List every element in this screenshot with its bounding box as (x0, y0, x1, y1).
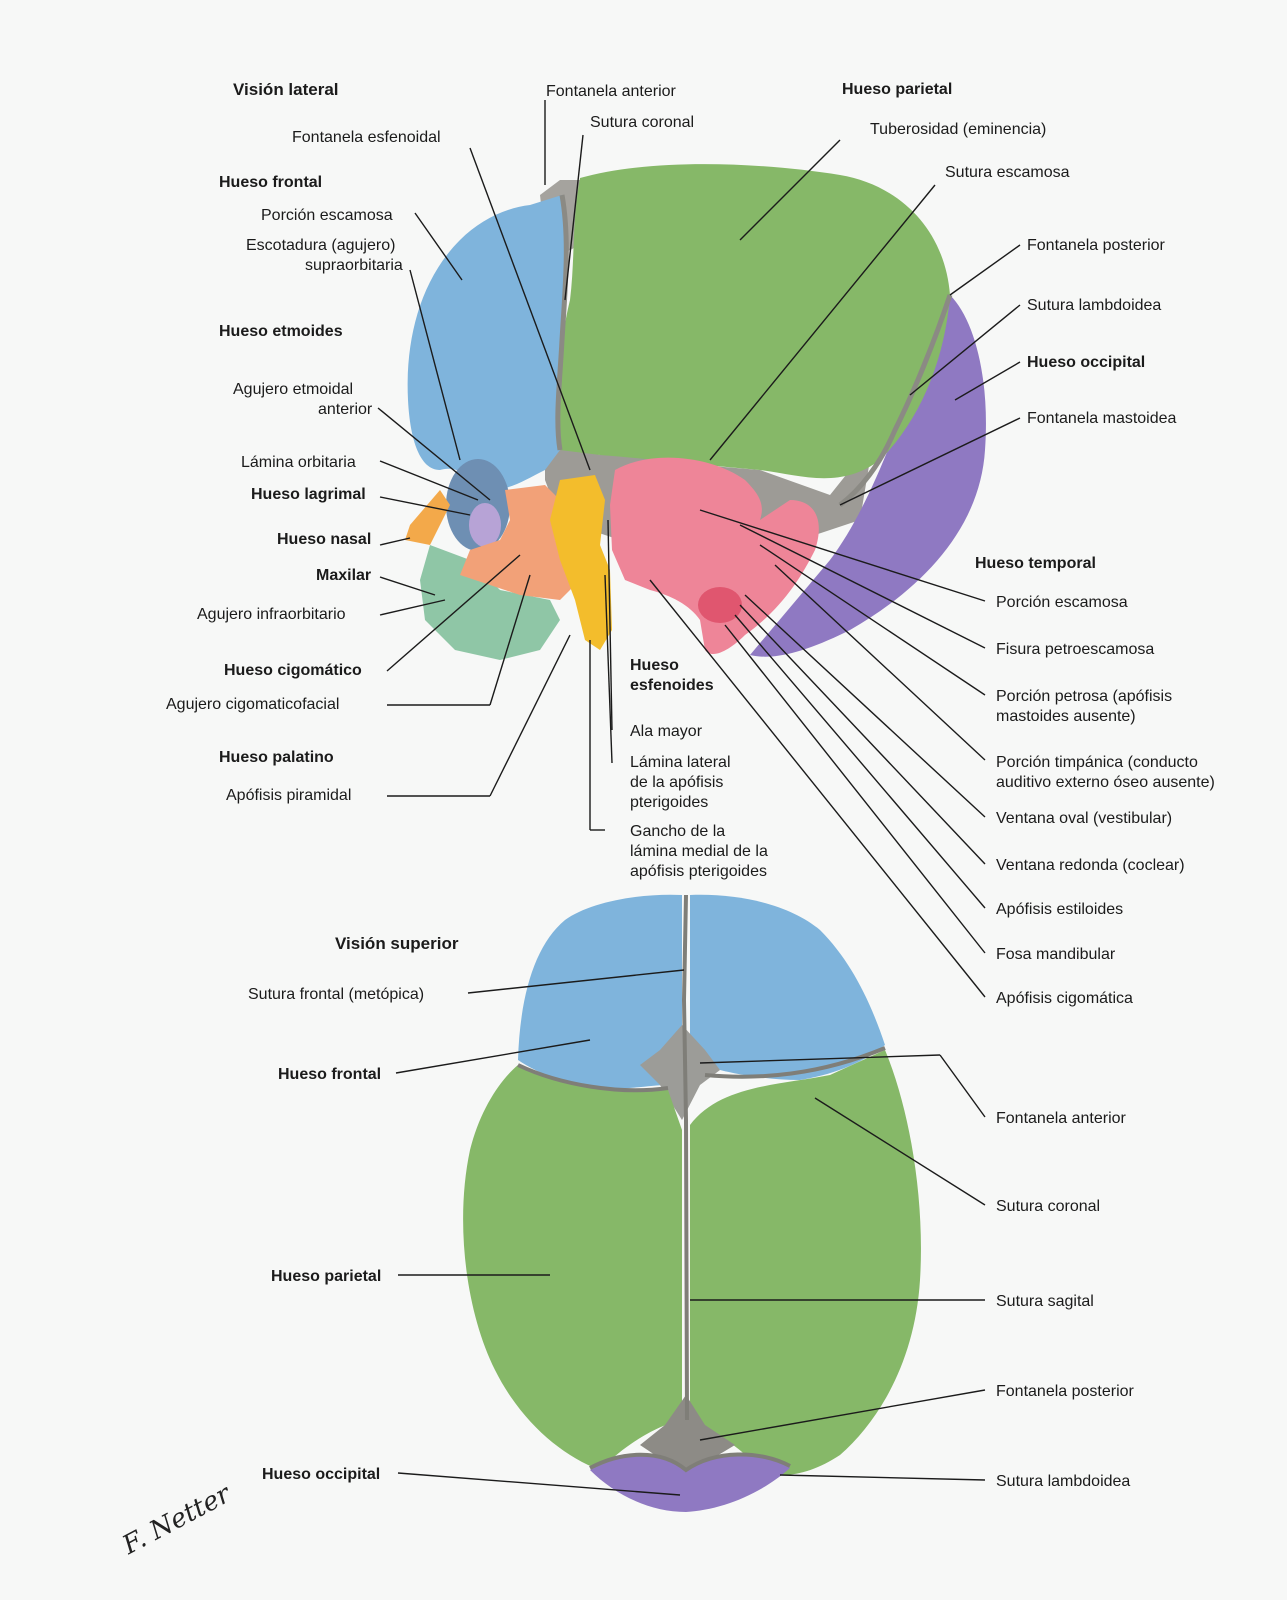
label-ventana-oval: Ventana oval (vestibular) (996, 810, 1173, 827)
label-fontanela-anterior-lateral: Fontanela anterior (546, 83, 676, 100)
superior-sagittal-suture-line (681, 894, 689, 1421)
label-lamina-orbitaria: Lámina orbitaria (241, 454, 356, 471)
label-hueso-esfenoides-2: esfenoides (630, 677, 714, 694)
label-fontanela-posterior-lateral: Fontanela posterior (1027, 237, 1165, 254)
label-hueso-parietal-superior: Hueso parietal (271, 1268, 382, 1285)
label-fontanela-posterior-superior: Fontanela posterior (996, 1383, 1134, 1400)
label-tuberosidad: Tuberosidad (eminencia) (870, 121, 1047, 138)
label-fontanela-anterior-superior: Fontanela anterior (996, 1110, 1126, 1127)
label-sutura-coronal-lateral: Sutura coronal (590, 114, 695, 131)
label-hueso-palatino: Hueso palatino (219, 749, 334, 766)
superior-coronal-suture-line (517, 1046, 886, 1093)
label-sutura-frontal: Sutura frontal (metópica) (248, 986, 425, 1003)
label-agujero-etmoidal-1: Agujero etmoidal (233, 381, 354, 398)
label-porcion-timpanica-2: auditivo externo óseo ausente) (996, 774, 1215, 791)
superior-lambdoid-suture-line (589, 1452, 791, 1473)
superior-parietal-right (690, 1050, 921, 1475)
lateral-maxilla (420, 545, 560, 660)
lateral-parietal-bone (558, 164, 950, 479)
lateral-tympanic-ring (698, 587, 742, 623)
label-apofisis-piramidal: Apófisis piramidal (226, 787, 352, 804)
label-gancho-3: apófisis pterigoides (630, 863, 767, 880)
label-gancho-1: Gancho de la (630, 823, 726, 840)
lateral-temporal-bone (610, 457, 819, 655)
label-fisura-petroescamosa: Fisura petroescamosa (996, 641, 1155, 658)
lateral-nasal-bone (405, 490, 450, 545)
label-hueso-etmoides: Hueso etmoides (219, 323, 343, 340)
lateral-coronal-suture-line (555, 194, 569, 451)
label-escotadura-1: Escotadura (agujero) (246, 237, 396, 254)
label-apofisis-cigomatica: Apófisis cigomática (996, 990, 1133, 1007)
label-fosa-mandibular: Fosa mandibular (996, 946, 1116, 963)
label-hueso-occipital-superior: Hueso occipital (262, 1466, 381, 1483)
superior-frontal-left (518, 894, 682, 1089)
lateral-frontal-bone (407, 195, 567, 490)
label-lamina-lateral-3: pterigoides (630, 794, 709, 811)
label-hueso-lagrimal: Hueso lagrimal (251, 486, 366, 503)
lateral-lacrimal (469, 503, 501, 547)
label-porcion-escamosa-frontal: Porción escamosa (261, 207, 393, 224)
label-hueso-parietal-lateral: Hueso parietal (842, 81, 953, 98)
label-lamina-lateral-1: Lámina lateral (630, 754, 731, 771)
label-gancho-2: lámina medial de la (630, 843, 768, 860)
superior-posterior-fontanel (640, 1395, 735, 1475)
label-sutura-lambdoidea-lateral: Sutura lambdoidea (1027, 297, 1162, 314)
label-hueso-occipital-lateral: Hueso occipital (1027, 354, 1146, 371)
label-agujero-etmoidal-2: anterior (318, 401, 373, 418)
label-escotadura-2: supraorbitaria (305, 257, 403, 274)
label-fontanela-esfenoidal: Fontanela esfenoidal (292, 129, 441, 146)
label-maxilar: Maxilar (316, 567, 372, 584)
label-hueso-temporal: Hueso temporal (975, 555, 1096, 572)
lateral-zygomatic-bone (460, 485, 580, 600)
label-sutura-coronal-superior: Sutura coronal (996, 1198, 1101, 1215)
label-hueso-esfenoides-1: Hueso (630, 657, 679, 674)
label-hueso-frontal-lateral: Hueso frontal (219, 174, 323, 191)
superior-occipital-bone (590, 1454, 790, 1512)
label-sutura-escamosa: Sutura escamosa (945, 164, 1070, 181)
label-ala-mayor: Ala mayor (630, 723, 703, 740)
lateral-lambdoid-suture-line (838, 294, 953, 507)
label-hueso-cigomatico: Hueso cigomático (224, 662, 362, 679)
lateral-view-title: Visión lateral (233, 80, 339, 99)
label-porcion-escamosa-temporal: Porción escamosa (996, 594, 1128, 611)
label-hueso-nasal: Hueso nasal (277, 531, 372, 548)
label-agujero-cigomaticofacial: Agujero cigomaticofacial (166, 696, 340, 713)
label-porcion-petrosa-2: mastoides ausente) (996, 708, 1136, 725)
superior-frontal-right (690, 894, 885, 1080)
label-agujero-infraorbitario: Agujero infraorbitario (197, 606, 346, 623)
leader-lines (377, 100, 1021, 1496)
label-apofisis-estiloides: Apófisis estiloides (996, 901, 1124, 918)
lateral-sphenoid-bone (550, 475, 612, 650)
superior-view-title: Visión superior (335, 934, 459, 953)
label-porcion-petrosa-1: Porción petrosa (apófisis (996, 688, 1173, 705)
label-fontanela-mastoidea: Fontanela mastoidea (1027, 410, 1177, 427)
superior-anterior-fontanel (640, 1025, 720, 1120)
superior-parietal-left (463, 1065, 682, 1470)
label-ventana-redonda: Ventana redonda (coclear) (996, 857, 1185, 874)
label-sutura-sagital: Sutura sagital (996, 1293, 1094, 1310)
label-sutura-lambdoidea-superior: Sutura lambdoidea (996, 1473, 1131, 1490)
label-lamina-lateral-2: de la apófisis (630, 774, 724, 791)
label-hueso-frontal-superior: Hueso frontal (278, 1066, 382, 1083)
label-porcion-timpanica-1: Porción timpánica (conducto (996, 754, 1198, 771)
